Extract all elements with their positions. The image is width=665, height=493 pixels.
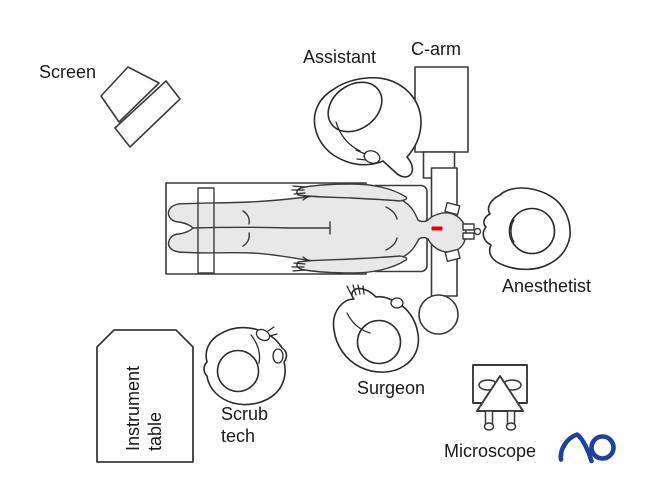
c-arm-detector bbox=[418, 294, 459, 335]
ao-logo bbox=[558, 432, 616, 464]
label-c-arm: C-arm bbox=[411, 39, 461, 59]
label-surgeon: Surgeon bbox=[357, 378, 426, 398]
anesthetist-figure bbox=[482, 187, 571, 271]
patient-arm-bottom bbox=[296, 255, 408, 274]
label-microscope: Microscope bbox=[444, 441, 537, 461]
label-anesthetist: Anesthetist bbox=[502, 276, 592, 296]
screen-icon bbox=[100, 66, 181, 148]
assistant-head bbox=[327, 81, 383, 133]
patient-figure bbox=[167, 183, 467, 274]
surgeon-head bbox=[356, 319, 402, 365]
incision-mark bbox=[431, 226, 443, 231]
table-crossbar bbox=[197, 187, 215, 274]
label-scrub-tech: Scrub tech bbox=[221, 404, 269, 446]
label-screen: Screen bbox=[39, 62, 97, 82]
patient-arm-top bbox=[296, 183, 408, 202]
head-clamp bbox=[444, 201, 482, 263]
instrument-table bbox=[96, 329, 194, 463]
label-assistant: Assistant bbox=[303, 47, 377, 67]
scrub-tech-figure bbox=[203, 326, 288, 406]
anesthetist-head bbox=[508, 207, 556, 255]
surgeon-figure bbox=[332, 284, 420, 373]
scrub-tech-head bbox=[216, 349, 260, 393]
microscope-icon bbox=[472, 364, 528, 431]
assistant-figure bbox=[313, 77, 422, 178]
label-instrument-table: Instrument table bbox=[123, 365, 165, 451]
